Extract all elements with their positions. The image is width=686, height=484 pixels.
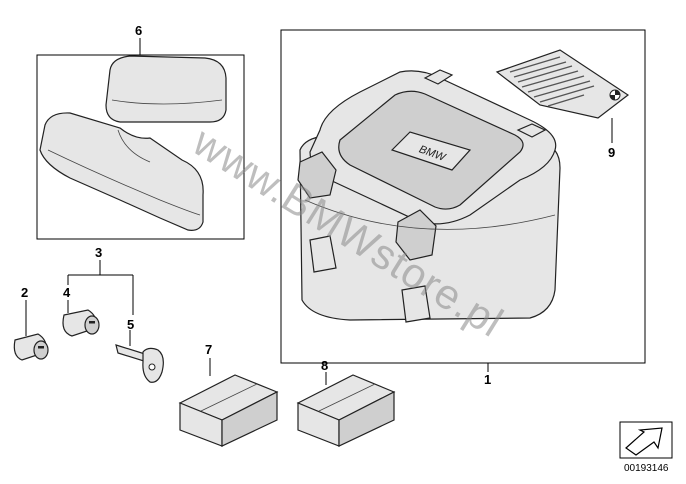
sticker-sheet	[495, 49, 630, 119]
box-part-7	[178, 374, 279, 447]
callout-3: 3	[95, 245, 102, 260]
callout-2: 2	[21, 285, 28, 300]
top-case-group-frame	[280, 29, 646, 364]
lock-cylinder-set	[62, 309, 100, 337]
callout-7: 7	[205, 342, 212, 357]
top-case: BMW	[297, 69, 561, 323]
callout-9: 9	[608, 145, 615, 160]
callout-6: 6	[135, 23, 142, 38]
box-part-8	[296, 374, 396, 447]
callout-5: 5	[127, 317, 134, 332]
arrow-icon	[625, 427, 663, 456]
reference-number: 00193146	[624, 463, 669, 474]
callout-1: 1	[484, 372, 491, 387]
backrest-pad-upper	[105, 55, 227, 123]
callout-4: 4	[63, 285, 71, 300]
lock-cylinder-single	[13, 333, 49, 361]
backrest-pad-lower	[39, 112, 204, 231]
callout-8: 8	[321, 358, 328, 373]
key	[115, 344, 164, 383]
